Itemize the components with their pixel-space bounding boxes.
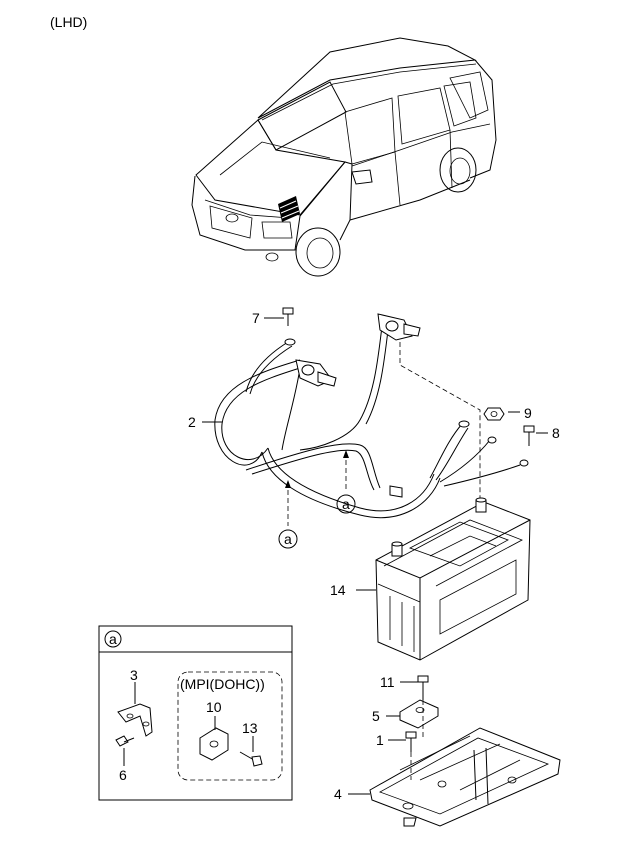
battery-cable-harness — [214, 313, 529, 526]
detail-box-marker: a — [109, 631, 117, 647]
callout-leaders — [202, 317, 548, 795]
battery-tray — [369, 727, 561, 827]
callout-14: 14 — [330, 582, 346, 598]
callout-6: 6 — [119, 767, 127, 783]
bolt-8 — [523, 425, 535, 446]
svg-text:a: a — [342, 496, 350, 512]
svg-text:a: a — [284, 531, 292, 547]
battery-location-marker — [278, 196, 300, 222]
drive-side-label: (LHD) — [50, 14, 87, 30]
callout-3: 3 — [130, 667, 138, 683]
callout-4: 4 — [334, 786, 342, 802]
callout-11: 11 — [380, 674, 395, 690]
callout-7: 7 — [252, 310, 260, 326]
bolt-7 — [282, 307, 294, 326]
callout-2: 2 — [188, 414, 196, 430]
detail-box-a: a (MPI(DOHC)) 3 6 10 13 — [98, 625, 293, 801]
vehicle-illustration — [191, 37, 497, 277]
callout-5: 5 — [372, 708, 380, 724]
bolt-1 — [405, 731, 417, 780]
callout-13: 13 — [242, 720, 258, 736]
callout-8: 8 — [552, 425, 560, 441]
nut-9 — [483, 407, 505, 421]
battery-clamp — [399, 699, 439, 729]
callout-9: 9 — [524, 405, 532, 421]
callout-1: 1 — [376, 732, 384, 748]
callout-10: 10 — [206, 699, 222, 715]
ref-marker-a-lower: a — [278, 529, 298, 549]
battery — [375, 497, 531, 661]
variant-label: (MPI(DOHC)) — [180, 676, 265, 692]
ref-marker-a-upper: a — [336, 494, 356, 514]
bolt-11 — [417, 675, 429, 740]
